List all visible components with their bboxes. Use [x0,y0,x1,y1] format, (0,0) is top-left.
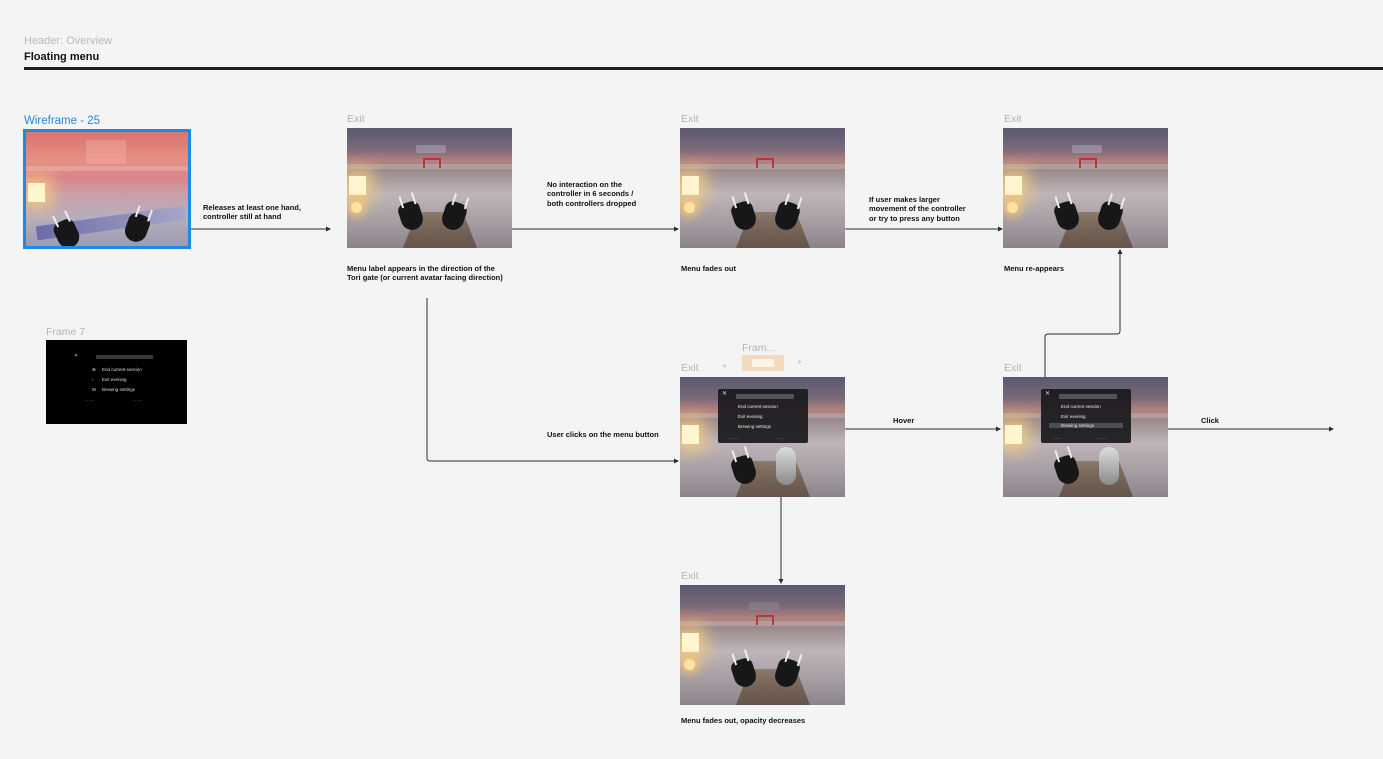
frame-label-exit[interactable]: Exit [681,113,699,125]
arrowhead [326,226,331,232]
lantern [682,633,699,652]
sparkle-icon: ✧ [722,364,728,370]
settings-icon: ⊟ [92,387,96,392]
menu-title-bar [736,394,794,399]
footer-hint-right: ◦ ─ ─ ─ [774,436,784,440]
frame-label-wireframe-25[interactable]: Wireframe - 25 [24,115,101,127]
lantern [682,425,699,444]
back-icon: ‹ [92,377,94,382]
header-divider [24,67,1383,70]
footer-hint-left: ◦ ─ ─ ─ [728,436,738,440]
annotation-fades-opacity: Menu fades out, opacity decreases [681,716,806,725]
lantern [1005,176,1022,195]
vr-floating-menu[interactable]: ✕ End current session Exit evening Brewi… [1041,389,1131,443]
close-icon[interactable]: ✕ [722,391,728,397]
lantern-glow [1007,202,1018,214]
horizon-band [1003,164,1168,169]
menu-title-bar [1059,394,1117,399]
annotation-releases: Releases at least one hand, controller s… [203,203,301,222]
vr-controller [1098,446,1119,485]
horizon-band [26,166,188,172]
header-title: Floating menu [24,51,100,63]
frame-mini-tooltip[interactable] [742,355,784,371]
menu-item-exit-evening: Exit evening [102,377,127,382]
vr-floating-menu[interactable]: ✕ End current session Exit evening Brewi… [718,389,808,443]
vr-controller [775,446,796,485]
frame-label-frame-7[interactable]: Frame 7 [46,326,86,338]
footer-hint-right: ◦ ─ ─ ─ [132,398,142,402]
tooltip-bubble [752,359,774,367]
frame-label-exit[interactable]: Exit [347,113,365,125]
horizon-band [347,164,512,169]
arrowhead [674,458,679,464]
header-subtitle: Header: Overview [24,35,113,47]
arrowhead [996,426,1001,432]
menu-item-exit-evening[interactable]: Exit evening [738,414,763,419]
frame-label-exit[interactable]: Exit [681,362,699,374]
frame-label-exit[interactable]: Exit [681,570,699,582]
end-session-icon: ⊗ [92,367,96,372]
annotation-menu-fades-out: Menu fades out [681,264,737,273]
frame-menu-open[interactable]: ✕ End current session Exit evening Brewi… [680,377,845,497]
lantern [682,176,699,195]
menu-item-brewing-settings-hover[interactable]: Brewing settings [1049,423,1123,428]
frame-menu-hover[interactable]: ✕ End current session Exit evening Brewi… [1003,377,1168,497]
sparkle-icon: ✧ [797,360,803,366]
menu-title-bar [96,355,153,359]
connector-reappear [1044,251,1121,385]
arrowhead [1329,426,1334,432]
menu-item-brewing-settings[interactable]: Brewing settings [738,424,772,429]
arrowhead [998,226,1003,232]
lantern [1005,425,1022,444]
tori-gate [422,158,441,168]
annotation-menu-reappears: Menu re-appears [1004,264,1065,273]
tori-gate [755,158,774,168]
annotation-user-clicks: User clicks on the menu button [547,430,659,439]
sky-panel [86,140,126,164]
arrowhead [1117,249,1123,254]
annotation-no-interaction: No interaction on the controller in 6 se… [547,180,637,208]
menu-item-end-session: End current session [102,367,142,372]
frame-menu-fades-out[interactable] [680,128,845,248]
menu-label-chip [416,144,447,153]
frame-menu-label-appears[interactable] [347,128,512,248]
lantern-glow [351,202,362,214]
menu-label-chip [1072,144,1103,153]
lantern-glow [684,659,695,671]
annotation-larger-movement: If user makes larger movement of the con… [869,195,966,223]
footer-hint-right: ◦ ─ ─ ─ [1097,436,1107,440]
annotation-menu-label-appears: Menu label appears in the direction of t… [347,264,503,283]
menu-item-end-session[interactable]: End current session [738,404,778,409]
arrowhead [778,579,784,584]
frame-label-exit[interactable]: Exit [1004,362,1022,374]
frame-wireframe-25[interactable] [23,129,191,249]
footer-hint-left: ◦ ─ ─ ─ [1051,436,1061,440]
horizon-band [680,621,845,626]
horizon-band [680,164,845,169]
close-icon[interactable]: ✕ [1045,391,1051,397]
connector-user-clicks [426,298,678,462]
menu-item-brewing-settings: Brewing settings [102,387,136,392]
arrowhead [674,226,679,232]
lantern [349,176,366,195]
menu-label-chip-faded [749,601,780,610]
frame-label-exit[interactable]: Exit [1004,113,1022,125]
tori-gate [1078,158,1097,168]
annotation-click: Click [1201,416,1219,425]
frame-label-mini[interactable]: Fram... [742,342,776,354]
tori-gate [755,615,774,625]
frame-menu-fades-opacity[interactable] [680,585,845,705]
frame-menu-reappears[interactable] [1003,128,1168,248]
menu-item-end-session[interactable]: End current session [1061,404,1101,409]
lantern [28,183,45,203]
footer-hint-left: ◦ ─ ─ ─ [84,398,94,402]
close-icon: ✕ [74,353,79,359]
lantern-glow [684,202,695,214]
annotation-hover: Hover [893,416,915,425]
menu-item-exit-evening[interactable]: Exit evening [1061,414,1086,419]
frame-7-menu-card[interactable]: ✕ End current session ⊗ Exit evening ‹ B… [46,340,187,424]
